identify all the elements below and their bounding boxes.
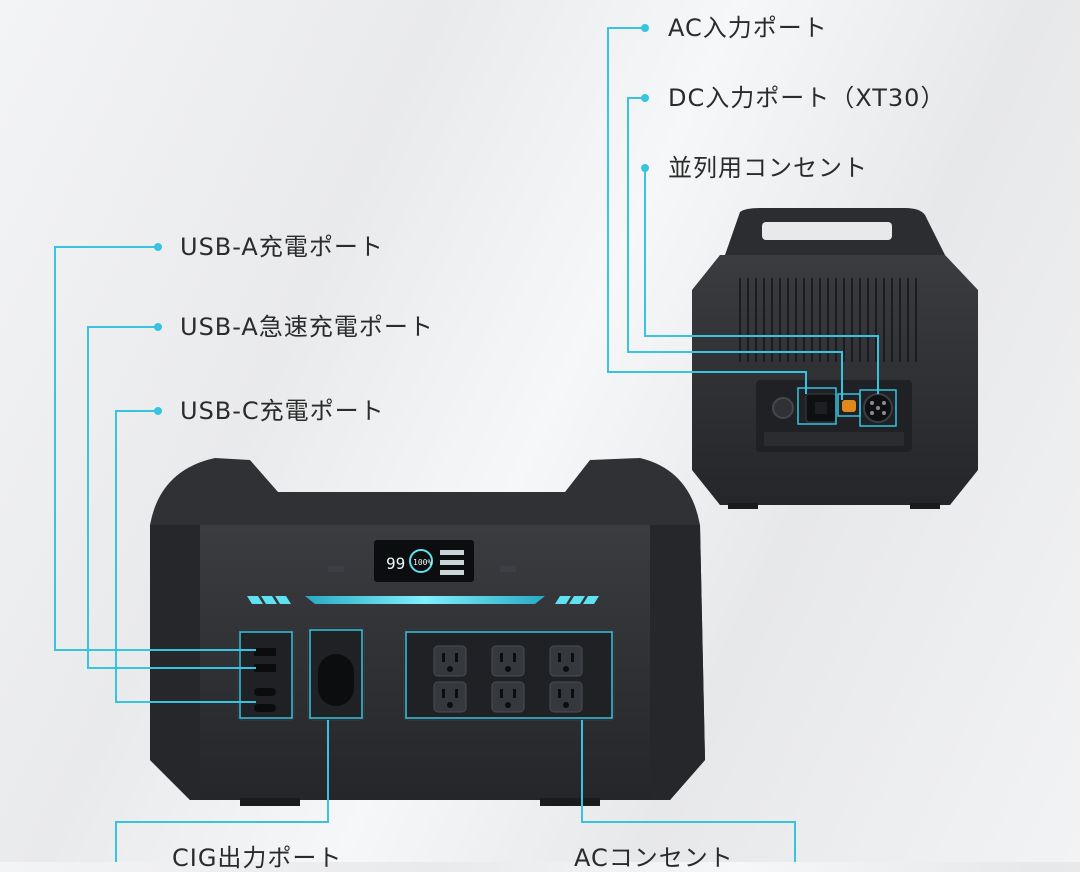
light-bar	[247, 596, 599, 604]
label-ac-input: AC入力ポート	[668, 14, 828, 42]
label-dc-input: DC入力ポート（XT30）	[668, 84, 946, 112]
battery-ring-icon	[409, 549, 433, 573]
back-unit	[692, 208, 978, 509]
label-usb-a-fast: USB-A急速充電ポート	[180, 313, 434, 341]
port-highlights	[239, 387, 897, 719]
callout-dots	[154, 24, 649, 415]
label-parallel-outlet: 並列用コンセント	[668, 154, 868, 182]
callout-lines	[54, 27, 879, 862]
label-ac-outlet: ACコンセント	[574, 844, 734, 872]
label-usb-a: USB-A充電ポート	[180, 233, 384, 261]
display-left-value: 99	[386, 554, 405, 573]
display-center-value: 100%	[413, 558, 432, 567]
label-usb-c: USB-C充電ポート	[180, 397, 385, 425]
vent-grille	[739, 278, 917, 362]
label-cig-output: CIG出力ポート	[172, 844, 343, 872]
